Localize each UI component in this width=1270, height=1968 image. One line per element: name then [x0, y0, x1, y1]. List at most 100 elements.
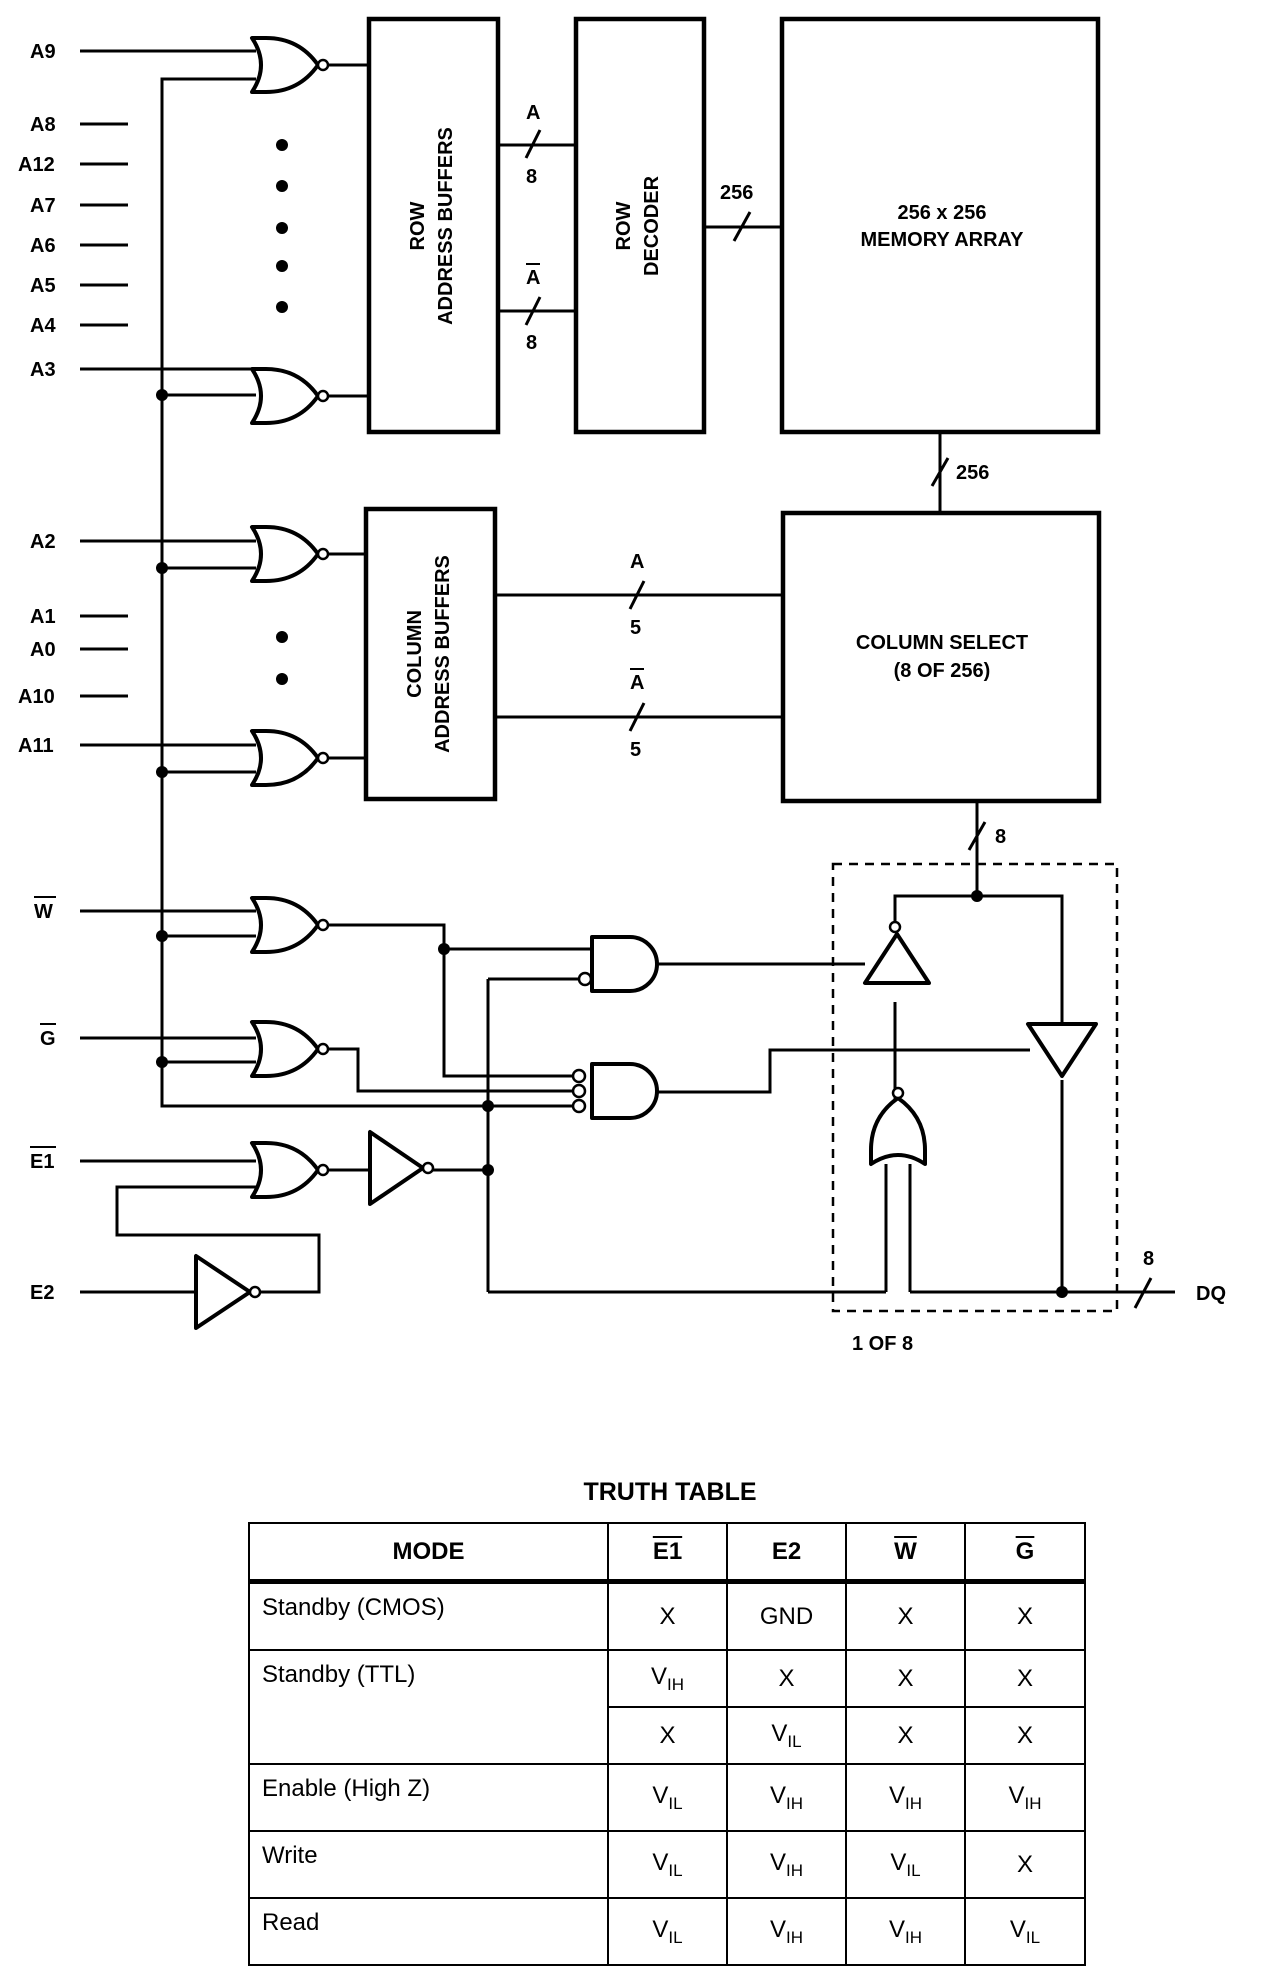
value-cell-w: X: [845, 1706, 966, 1765]
output-buffer: [1026, 1022, 1098, 1078]
input-label-a7: A7: [30, 195, 56, 217]
value-cell-e2: VIH: [726, 1830, 847, 1899]
value-cell-e2: X: [726, 1649, 847, 1708]
input-buffer: [863, 920, 931, 985]
row-decoder-label-2: DECODER: [641, 175, 663, 276]
value-cell-w: X: [845, 1649, 966, 1708]
input-label-g: G: [40, 1028, 56, 1050]
row-bus-a-label: A: [526, 102, 540, 124]
column-buffers-label-1: COLUMN: [404, 610, 426, 698]
value-cell-e1: X: [607, 1706, 728, 1765]
column-select-label-1: COLUMN SELECT: [856, 632, 1028, 654]
column-out-width: 8: [995, 826, 1006, 848]
and-read-inverted-input-3: [571, 1098, 587, 1114]
mode-cell: Read: [248, 1897, 609, 1966]
input-label-a9: A9: [30, 41, 56, 63]
block-diagram: ROW ADDRESS BUFFERS ROW DECODER 256 x 25…: [18, 16, 1226, 1355]
and-read-inverted-input-2: [571, 1083, 587, 1099]
io-block-outline: [831, 862, 1119, 1313]
input-label-a2: A2: [30, 531, 56, 553]
row-decoder-label-1: ROW: [613, 201, 635, 250]
input-label-a3: A3: [30, 359, 56, 381]
nor-gate-w: [250, 896, 330, 954]
header-w: W: [845, 1522, 966, 1584]
input-label-a12: A12: [18, 154, 55, 176]
input-label-a5: A5: [30, 275, 56, 297]
column-bus-abar-width: 5: [630, 739, 641, 761]
row-bus-abar-label: A: [526, 267, 540, 289]
memory-array: [779, 16, 1101, 435]
value-cell-e1: VIL: [607, 1897, 728, 1966]
decoder-out-width: 256: [720, 182, 753, 204]
and-read-inverted-input-1: [571, 1068, 587, 1084]
input-label-a11: A11: [18, 735, 54, 757]
value-cell-e1: VIL: [607, 1763, 728, 1832]
row-buffers-label-1: ROW: [407, 201, 429, 250]
memory-array-label-2: MEMORY ARRAY: [861, 229, 1025, 251]
value-cell-g: X: [964, 1580, 1086, 1651]
value-cell-w: VIH: [845, 1763, 966, 1832]
inverter-e1: [368, 1130, 435, 1206]
mode-cell: Standby (CMOS): [248, 1580, 609, 1651]
nor-gate-g: [250, 1020, 330, 1078]
value-cell-w: VIH: [845, 1897, 966, 1966]
row-bus-a-width: 8: [526, 166, 537, 188]
input-label-a8: A8: [30, 114, 56, 136]
wires: [80, 49, 1175, 1294]
value-cell-e2: GND: [726, 1580, 847, 1651]
inverter-e2: [194, 1254, 262, 1330]
nor-gate-a3: [250, 367, 330, 425]
value-cell-g: X: [964, 1649, 1086, 1708]
value-cell-w: X: [845, 1580, 966, 1651]
header-mode: MODE: [248, 1522, 609, 1584]
value-cell-w: VIL: [845, 1830, 966, 1899]
nor-gate-a11: [250, 729, 330, 787]
column-bus-a-label: A: [630, 551, 644, 573]
input-label-a4: A4: [30, 315, 56, 337]
header-e1: E1: [607, 1522, 728, 1584]
value-cell-e1: VIL: [607, 1830, 728, 1899]
value-cell-g: X: [964, 1830, 1086, 1899]
value-cell-g: X: [964, 1706, 1086, 1765]
value-cell-e1: VIH: [607, 1649, 728, 1708]
input-label-a10: A10: [18, 686, 55, 708]
column-buffers-label-2: ADDRESS BUFFERS: [432, 555, 454, 753]
truth-table-title: TRUTH TABLE: [583, 1478, 757, 1506]
input-label-e2: E2: [30, 1282, 54, 1304]
value-cell-e2: VIH: [726, 1897, 847, 1966]
value-cell-g: VIH: [964, 1763, 1086, 1832]
header-e2: E2: [726, 1522, 847, 1584]
row-buffers-label-2: ADDRESS BUFFERS: [435, 127, 457, 325]
bus-slashes: [524, 129, 1153, 1309]
input-label-w: W: [34, 901, 53, 923]
column-address-buffers: [363, 506, 498, 802]
input-nor-gate: [869, 1086, 927, 1166]
ellipsis-dots: [276, 139, 288, 685]
value-cell-e2: VIH: [726, 1763, 847, 1832]
output-dq-label: DQ: [1196, 1283, 1226, 1305]
row-address-buffers: [366, 16, 501, 435]
column-bus-a-width: 5: [630, 617, 641, 639]
input-labels: A9 A8 A12 A7 A6 A5 A4 A3 A2 A1 A0 A10 A1…: [18, 41, 56, 1304]
column-select-label-2: (8 OF 256): [894, 660, 991, 682]
input-label-a6: A6: [30, 235, 56, 257]
input-label-a0: A0: [30, 639, 56, 661]
column-bus-abar-label: A: [630, 672, 644, 694]
nor-gate-e1: [250, 1141, 330, 1199]
nor-gate-a9: [250, 36, 330, 94]
header-g: G: [964, 1522, 1086, 1584]
row-decoder: [573, 16, 707, 435]
and-gate-write: [590, 935, 659, 993]
truth-table-header-row: MODE E1 E2 W G: [248, 1522, 1086, 1584]
mode-cell: Write: [248, 1830, 609, 1899]
input-label-e1: E1: [30, 1151, 54, 1173]
mode-cell: Enable (High Z): [248, 1763, 609, 1832]
nor-gate-a2: [250, 525, 330, 583]
